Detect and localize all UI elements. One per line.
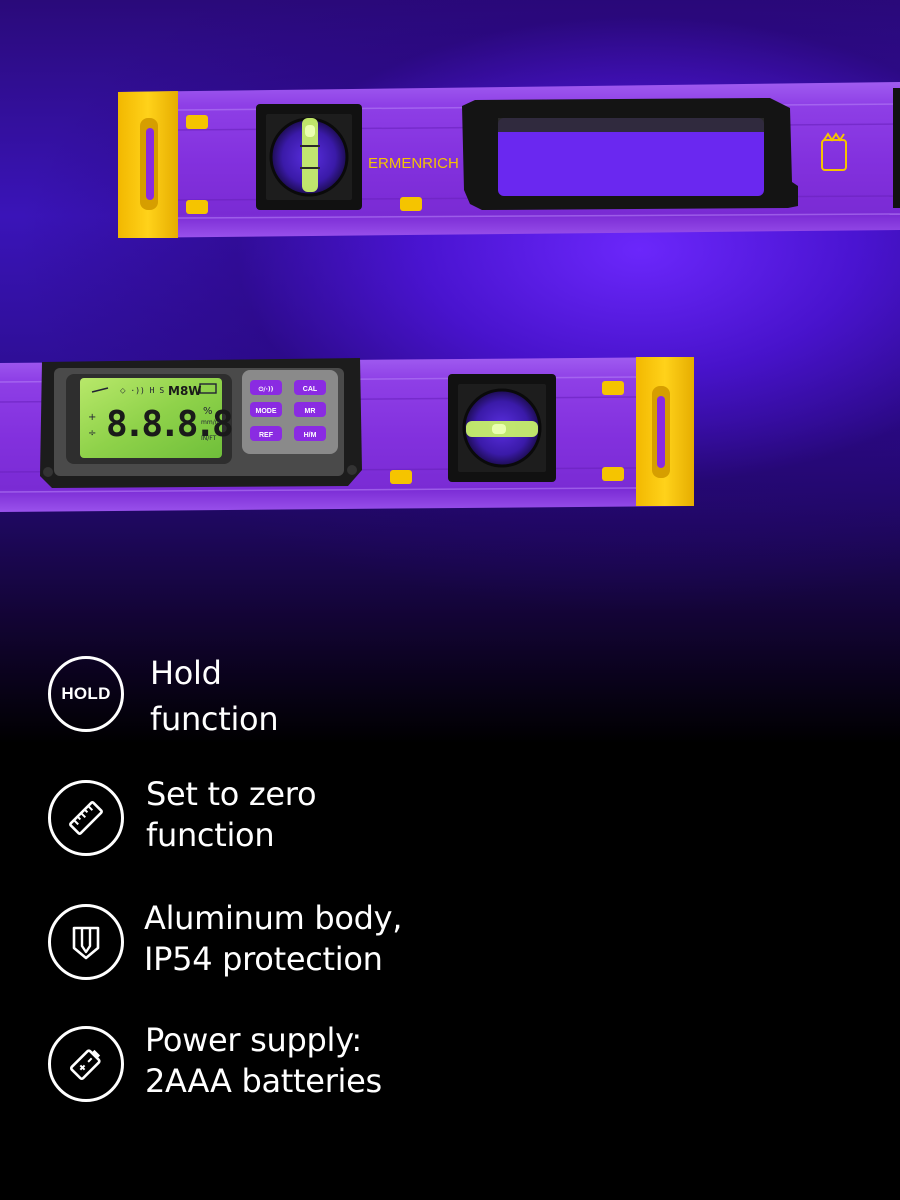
lcd-unit-mm: mm/m — [201, 419, 221, 426]
power-key: ⏻/·)) — [259, 386, 274, 393]
feature-power-line2: 2AAA batteries — [145, 1062, 382, 1100]
feature-body: Aluminum body, IP54 protection — [0, 899, 600, 1002]
level-top — [118, 82, 900, 238]
ref-key: REF — [259, 432, 274, 439]
brand-label: ERMENRICH — [368, 155, 459, 172]
feature-zero: Set to zero function — [0, 775, 600, 878]
lcd-unit-percent: % — [203, 406, 213, 417]
feature-hold-text: Hold function — [150, 653, 279, 740]
feature-hold-line1: Hold — [150, 654, 222, 692]
mr-key: MR — [305, 408, 316, 415]
svg-text:⬦ ·)) H S: ⬦ ·)) H S — [120, 386, 164, 395]
feature-power-text: Power supply: 2AAA batteries — [145, 1020, 382, 1102]
cal-key: CAL — [303, 386, 318, 393]
svg-text:+: + — [88, 412, 96, 423]
ruler-icon — [48, 780, 124, 856]
lcd-unit-inft: IN/FT — [201, 435, 217, 442]
hm-key: H/M — [304, 432, 317, 439]
feature-zero-line1: Set to zero — [146, 775, 317, 813]
feature-zero-line2: function — [146, 816, 275, 854]
feature-zero-text: Set to zero function — [146, 774, 317, 856]
feature-power-line1: Power supply: — [145, 1021, 362, 1059]
feature-body-line1: Aluminum body, — [144, 899, 403, 937]
hold-icon-label: HOLD — [61, 684, 111, 703]
feature-body-line2: IP54 protection — [144, 940, 383, 978]
feature-power: Power supply: 2AAA batteries — [0, 1021, 600, 1124]
shield-icon — [48, 904, 124, 980]
product-image: ERMENRICH — [0, 0, 900, 560]
feature-hold: HOLD Hold function — [0, 654, 600, 754]
hold-icon: HOLD — [48, 656, 124, 732]
svg-text:÷: ÷ — [88, 428, 96, 439]
level-bottom: ⬦ ·)) H S M8W 8.8.8.8 + ÷ % mm/m IN/FT ⏻… — [0, 357, 694, 512]
lcd-top-row: M8W — [168, 384, 202, 398]
mode-key: MODE — [256, 408, 277, 415]
feature-hold-line2: function — [150, 700, 279, 738]
feature-body-text: Aluminum body, IP54 protection — [144, 898, 402, 980]
battery-icon — [48, 1026, 124, 1102]
lcd-digits: 8.8.8.8 — [106, 404, 232, 445]
